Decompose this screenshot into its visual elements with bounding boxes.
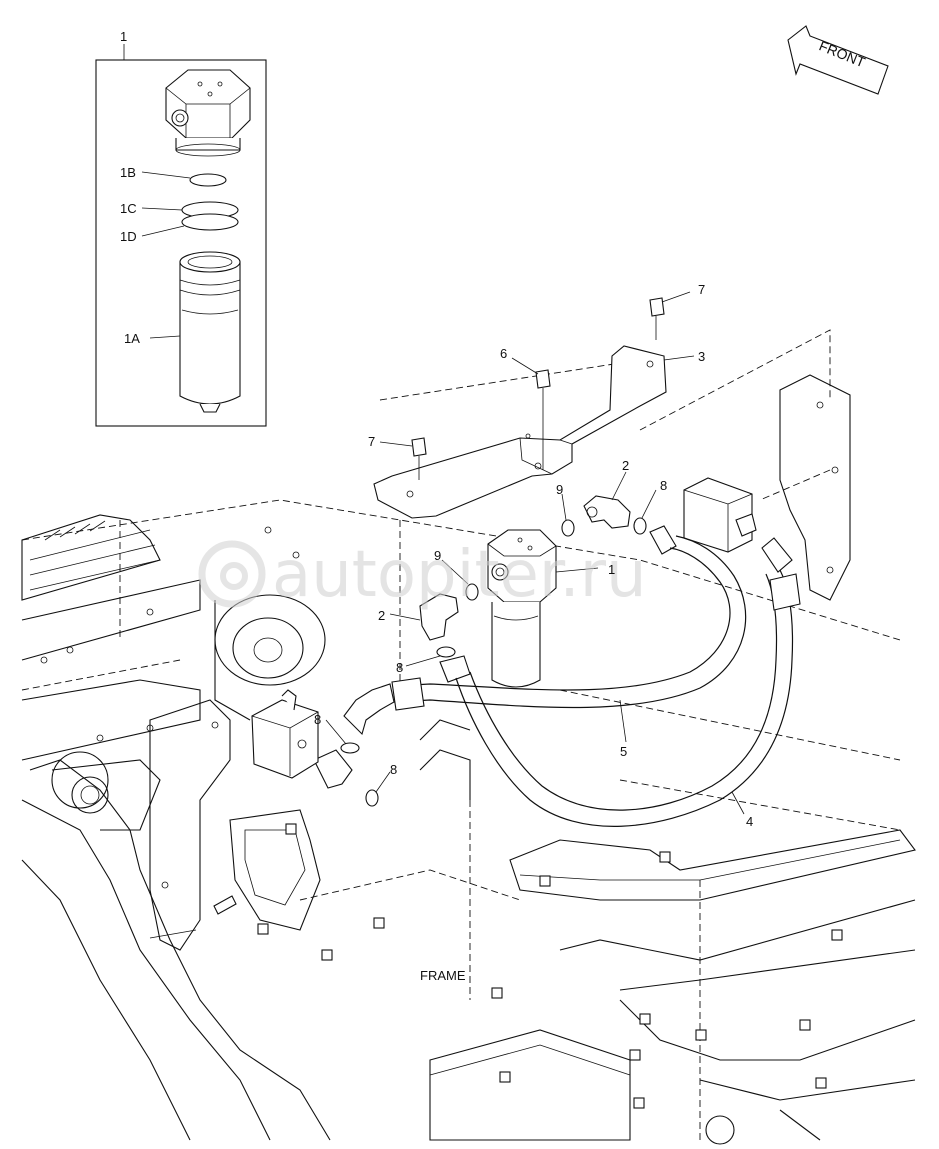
callout-3: 3 (698, 349, 705, 364)
callout-labels: 1 1B 1C 1D 1A 7 3 6 7 2 9 8 9 1 2 8 8 8 … (120, 29, 753, 983)
filter-inset-box (95, 59, 267, 427)
frame-outline (21, 329, 916, 1145)
callout-leaders (325, 291, 745, 815)
callout-1c: 1C (120, 201, 137, 216)
callout-8-bottom: 8 (390, 762, 397, 777)
callout-8-mid: 8 (396, 660, 403, 675)
callout-1-filter: 1 (608, 562, 615, 577)
callout-2-mid: 2 (378, 608, 385, 623)
callout-9-mid: 9 (434, 548, 441, 563)
watermark: autopiter.ru (198, 538, 647, 612)
callout-7-left: 7 (368, 434, 375, 449)
callout-2-top: 2 (622, 458, 629, 473)
callout-8-top: 8 (660, 478, 667, 493)
callout-1-box: 1 (120, 29, 127, 44)
callout-1d: 1D (120, 229, 137, 244)
hoses (391, 535, 801, 827)
frame-label: FRAME (420, 968, 466, 983)
callout-4: 4 (746, 814, 753, 829)
callout-1b: 1B (120, 165, 136, 180)
watermark-text: autopiter.ru (272, 538, 647, 612)
frame-fasteners (40, 526, 843, 1109)
callout-9-top: 9 (556, 482, 563, 497)
callout-8-low: 8 (314, 712, 321, 727)
fittings (251, 477, 793, 807)
callout-7-top: 7 (698, 282, 705, 297)
callout-5: 5 (620, 744, 627, 759)
at-sign-icon (198, 540, 266, 608)
mounting-bracket (373, 297, 667, 519)
front-arrow-icon: FRONT (787, 25, 889, 95)
callout-1a: 1A (124, 331, 140, 346)
inset-leaders (123, 44, 191, 339)
filter-assembly (487, 529, 557, 688)
callout-6: 6 (500, 346, 507, 361)
